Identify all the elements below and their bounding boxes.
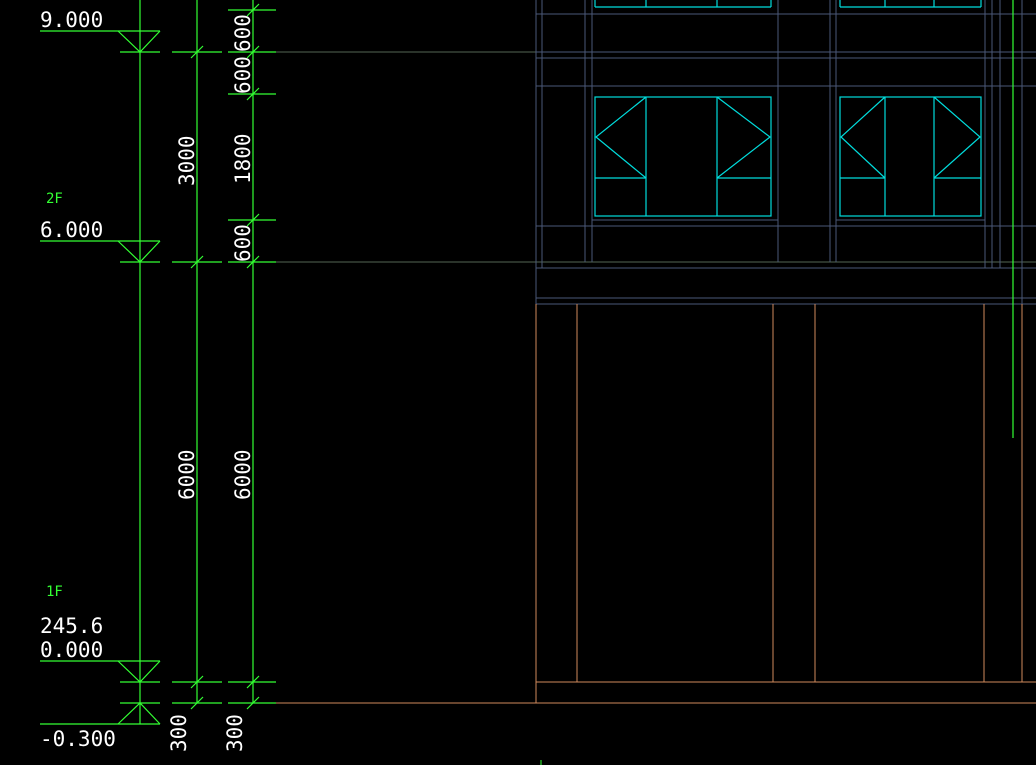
window-left xyxy=(594,96,772,217)
reference-lines xyxy=(230,51,1036,704)
window-right xyxy=(839,96,982,217)
elevation-6-text: 6.000 xyxy=(40,218,103,242)
level-marker-9 xyxy=(40,30,161,53)
level-marker-6 xyxy=(40,240,161,263)
dim-inner-6000: 6000 xyxy=(231,449,255,500)
facade-ground-floor xyxy=(535,304,1036,703)
elevation-note-text: 245.6 xyxy=(40,614,103,638)
top-windows xyxy=(594,0,982,8)
elevation-0-text: 0.000 xyxy=(40,638,103,662)
floor-label-1f: 1F xyxy=(46,584,63,600)
facade-upper-grid xyxy=(535,0,1036,305)
level-texts: 9.000 2F 6.000 1F 245.6 0.000 -0.300 xyxy=(40,8,116,751)
elevation-9-text: 9.000 xyxy=(40,8,103,32)
dim-outer-3000: 3000 xyxy=(175,135,199,186)
level-marker-0 xyxy=(40,660,161,683)
dimension-texts: 3000 6000 300 600 600 1800 600 6000 300 xyxy=(167,14,255,752)
dim-outer-6000: 6000 xyxy=(175,449,199,500)
dim-inner-600-sill: 600 xyxy=(231,224,255,262)
dim-inner-300: 300 xyxy=(223,714,247,752)
dim-inner-600-a: 600 xyxy=(231,14,255,52)
dim-inner-1800: 1800 xyxy=(231,133,255,184)
dimension-chains xyxy=(172,0,276,710)
floor-label-2f: 2F xyxy=(46,191,63,207)
dim-outer-300: 300 xyxy=(167,714,191,752)
elevation-ground-text: -0.300 xyxy=(40,727,116,751)
level-marker-ground xyxy=(40,702,161,725)
dim-inner-600-b: 600 xyxy=(231,56,255,94)
level-markers xyxy=(40,0,161,725)
